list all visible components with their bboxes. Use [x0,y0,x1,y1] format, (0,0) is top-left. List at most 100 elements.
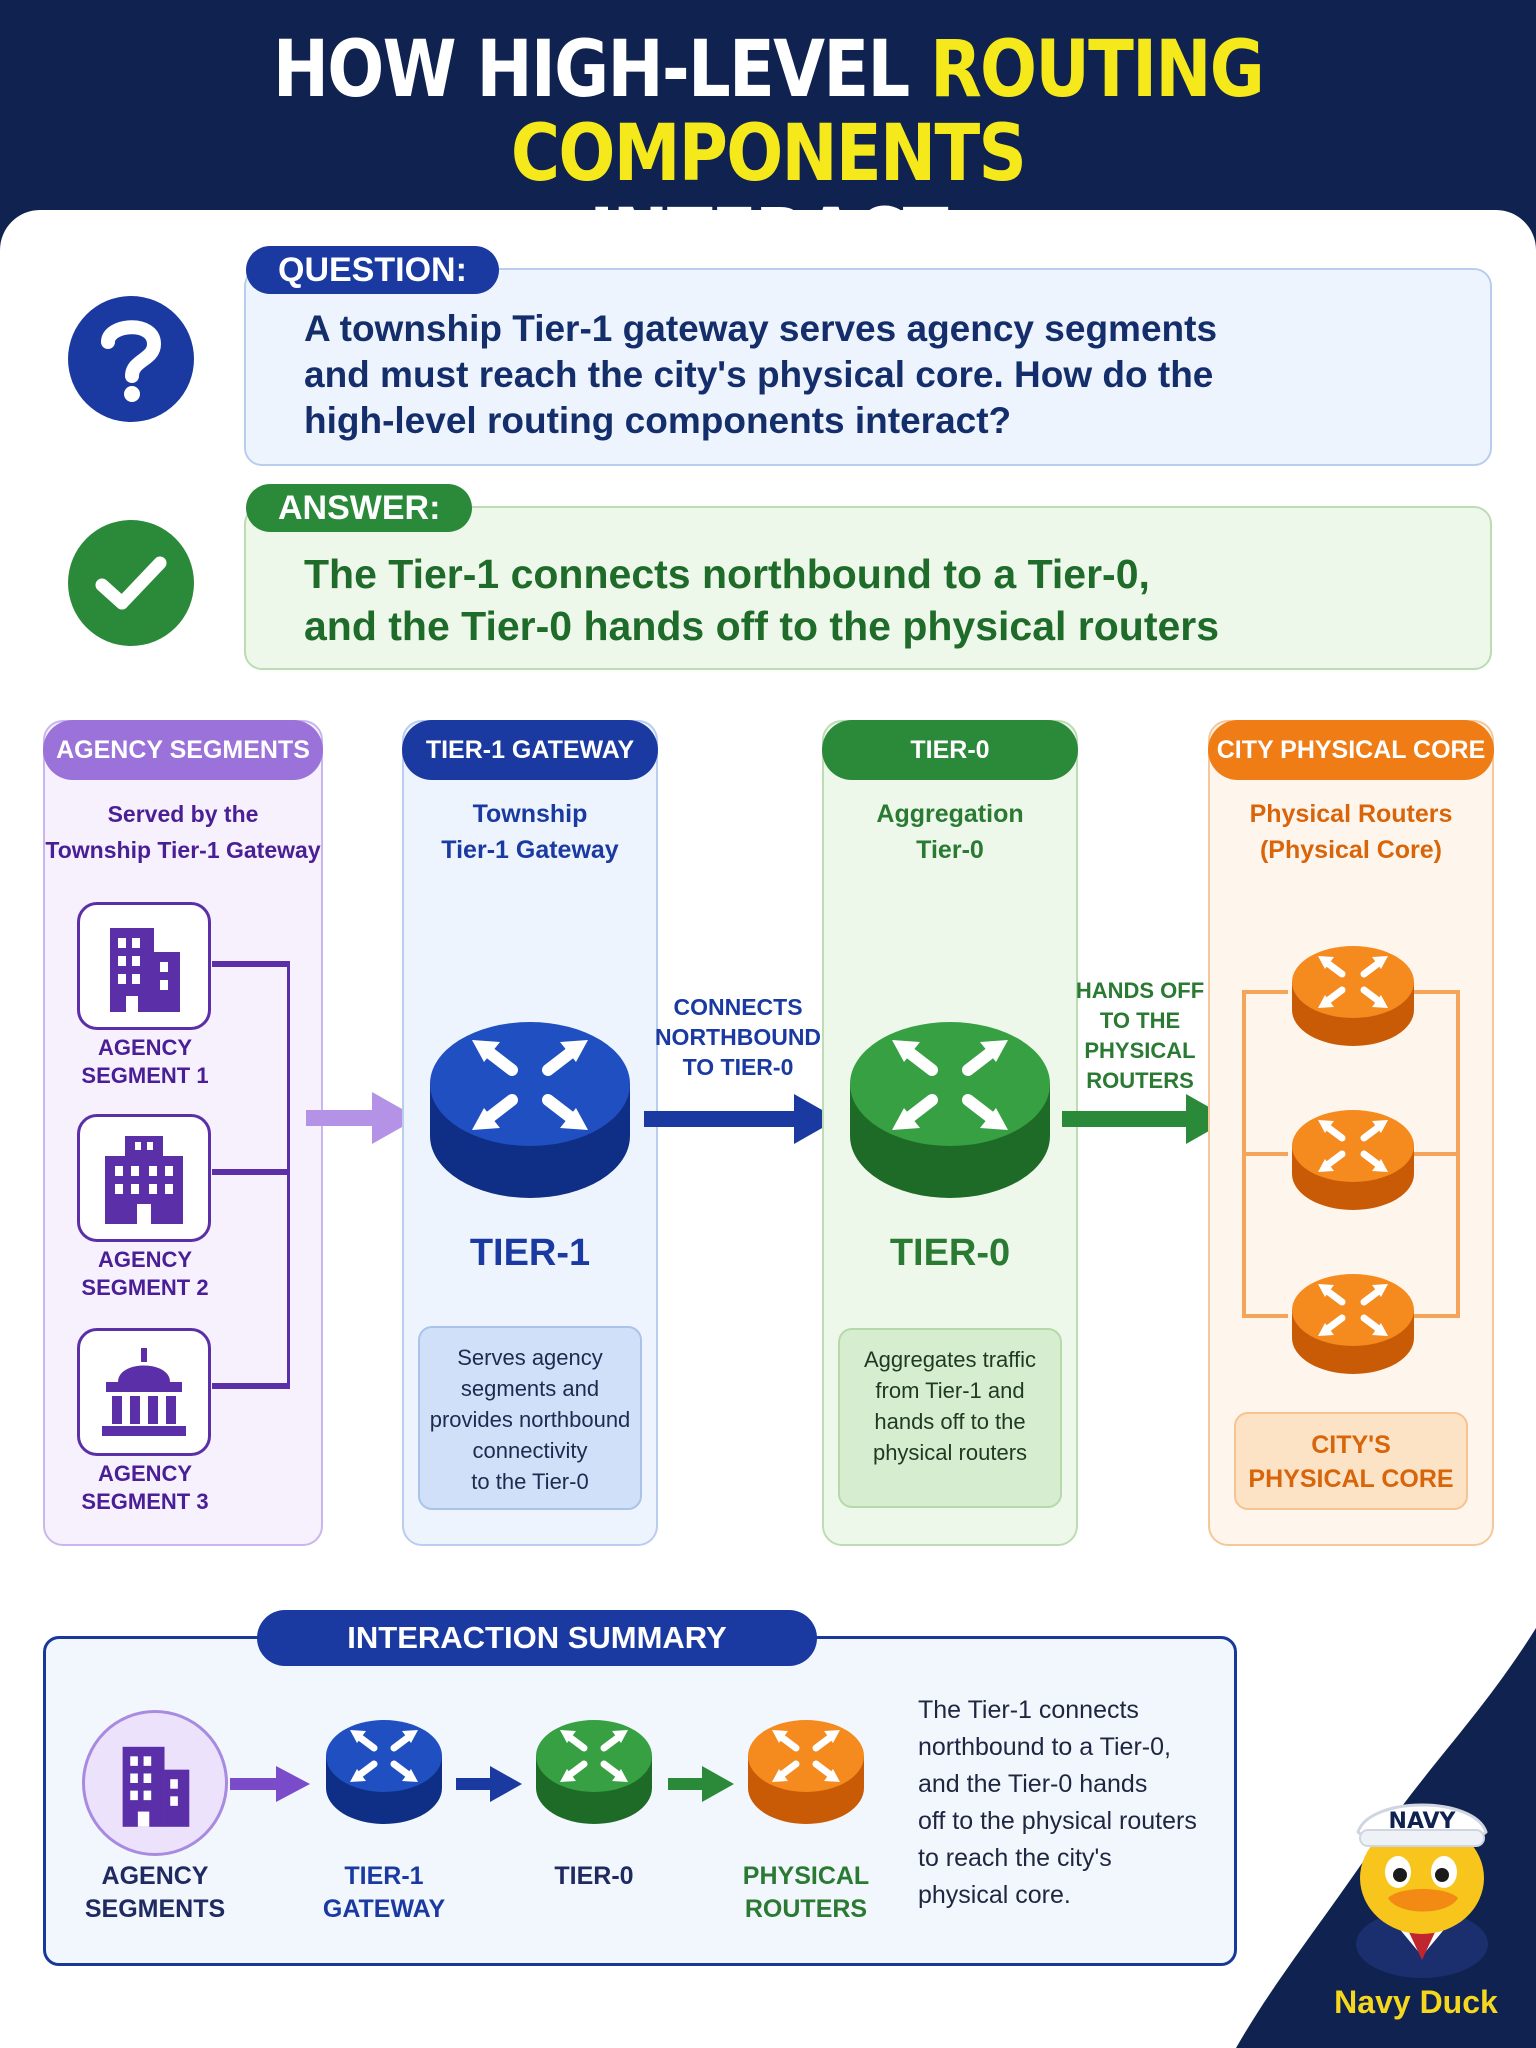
summary-label-line: AGENCY [101,1862,209,1890]
building-icon [105,1136,183,1224]
tier1-router-icon [430,1022,630,1198]
answer-box [244,506,1492,670]
segment-label-line: AGENCY [97,1461,193,1486]
arrow-label-line: ROUTERS [1086,1068,1194,1093]
tier1-info-line: to the Tier-0 [471,1469,589,1494]
physical-router-icon [1292,946,1414,1046]
header: HOW HIGH-LEVEL ROUTING COMPONENTS INTERA… [0,0,1536,280]
core-box-line: PHYSICAL CORE [1248,1465,1454,1493]
title-highlight: ROUTING COMPONENTS [510,25,1265,199]
summary-label-line: SEGMENTS [84,1895,226,1923]
tier0-subtitle-line: Aggregation [876,800,1024,828]
tier1-subtitle: Township Tier-1 Gateway [402,796,658,868]
tier1-to-tier0-arrow [644,1094,838,1144]
agency-subtitle: Served by the Township Tier-1 Gateway [43,796,323,868]
question-line: and must reach the city's physical core.… [304,354,1214,395]
summary-text-line: northbound to a Tier-0, [918,1733,1171,1761]
tier1-info-line: segments and [460,1376,600,1401]
office-building-icon [122,1746,190,1827]
tier0-info-box: Aggregates traffic from Tier-1 and hands… [838,1328,1062,1508]
government-building-icon [102,1348,186,1436]
summary-label-agency: AGENCY SEGMENTS [70,1860,240,1926]
arrow-label-line: CONNECTS [673,994,803,1020]
summary-tier1-router-icon [326,1720,442,1824]
city-core-box: CITY'S PHYSICAL CORE [1234,1412,1468,1510]
arrow-label-line: TO TIER-0 [682,1054,794,1080]
answer-tag: ANSWER: [246,484,473,532]
arrow-label-line: TO THE [1099,1008,1181,1033]
summary-text-line: physical core. [918,1881,1071,1909]
agency-subtitle-line: Served by the [107,801,259,827]
agency-segment-3 [77,1328,211,1456]
northbound-arrow-label: CONNECTS NORTHBOUND TO TIER-0 [648,992,828,1082]
summary-text-line: The Tier-1 connects [918,1696,1139,1724]
tier1-info-line: Serves agency [457,1345,603,1370]
tier0-info-line: from Tier-1 and [875,1378,1025,1403]
agency-segment-2-label: AGENCY SEGMENT 2 [60,1246,230,1302]
tier0-label: TIER-0 [889,1232,1011,1274]
tier0-tag: TIER-0 [822,720,1078,780]
summary-label-line: TIER-1 [344,1862,424,1890]
summary-label-physical: PHYSICAL ROUTERS [726,1860,886,1926]
arrow-label-line: PHYSICAL [1084,1038,1196,1063]
tier0-info-line: Aggregates traffic [863,1347,1037,1372]
answer-line: The Tier-1 connects northbound to a Tier… [304,551,1150,597]
handoff-arrow-label: HANDS OFF TO THE PHYSICAL ROUTERS [1060,976,1220,1096]
tier1-label: TIER-1 [469,1232,591,1274]
summary-text: The Tier-1 connects northbound to a Tier… [918,1692,1218,1914]
question-line: high-level routing components interact? [304,400,1012,441]
interaction-summary-tag: INTERACTION SUMMARY [257,1610,817,1666]
summary-arrow-blue [456,1766,522,1802]
mascot-name: Navy Duck [1334,1984,1498,2020]
answer-text: The Tier-1 connects northbound to a Tier… [304,548,1484,652]
agency-segments-tag: AGENCY SEGMENTS [43,720,323,780]
segment-label-line: AGENCY [97,1247,193,1272]
summary-label-line: ROUTERS [744,1895,868,1923]
segment-label-line: AGENCY [97,1035,193,1060]
tier0-subtitle: Aggregation Tier-0 [822,796,1078,868]
segment-label-line: SEGMENT 2 [81,1275,209,1300]
arrow-label-line: NORTHBOUND [654,1024,822,1050]
core-subtitle-line: (Physical Core) [1259,836,1442,864]
segments-bracket [212,961,290,1389]
navy-duck-mascot: NAVY [1356,1803,1488,1978]
summary-label-tier1: TIER-1 GATEWAY [304,1860,464,1926]
tier0-to-core-arrow [1062,1094,1230,1144]
agency-segment-3-label: AGENCY SEGMENT 3 [60,1460,230,1516]
core-subtitle: Physical Routers (Physical Core) [1208,796,1494,868]
summary-text-line: and the Tier-0 hands [918,1770,1148,1798]
question-tag: QUESTION: [246,246,499,294]
core-subtitle-line: Physical Routers [1249,800,1453,828]
agency-segment-1-label: AGENCY SEGMENT 1 [60,1034,230,1090]
arrow-label-line: HANDS OFF [1075,978,1205,1003]
city-core-tag: CITY PHYSICAL CORE [1208,720,1494,780]
summary-physical-router-icon [748,1720,864,1824]
agency-subtitle-line: Township Tier-1 Gateway [45,837,321,863]
tier1-tag: TIER-1 GATEWAY [402,720,658,780]
tier1-subtitle-line: Township [472,800,588,828]
tier0-info-line: hands off to the [874,1409,1026,1434]
tier1-info-line: provides northbound [429,1407,631,1432]
summary-agency-icon [82,1710,228,1856]
physical-router-icon [1292,1274,1414,1374]
summary-label-line: PHYSICAL [742,1862,870,1890]
summary-label-tier0: TIER-0 [514,1860,674,1893]
question-box [244,268,1492,466]
question-text: A township Tier-1 gateway serves agency … [304,306,1464,444]
tier0-info-line: physical routers [872,1440,1028,1465]
agency-segment-2 [77,1114,211,1242]
summary-tier0-router-icon [536,1720,652,1824]
answer-line: and the Tier-0 hands off to the physical… [304,603,1220,649]
hat-text: NAVY [1389,1809,1457,1834]
tier1-info-line: connectivity [472,1438,588,1463]
tier1-subtitle-line: Tier-1 Gateway [441,836,619,864]
agency-segment-1 [77,902,211,1030]
segment-label-line: SEGMENT 1 [81,1063,209,1088]
check-mark-icon [68,520,194,646]
summary-text-line: off to the physical routers [918,1807,1197,1835]
summary-label-line: TIER-0 [554,1862,634,1890]
segments-to-tier1-arrow [306,1092,418,1144]
office-building-icon [110,928,180,1012]
title-part-1: HOW HIGH-LEVEL [272,25,931,115]
question-mark-icon [68,296,194,422]
